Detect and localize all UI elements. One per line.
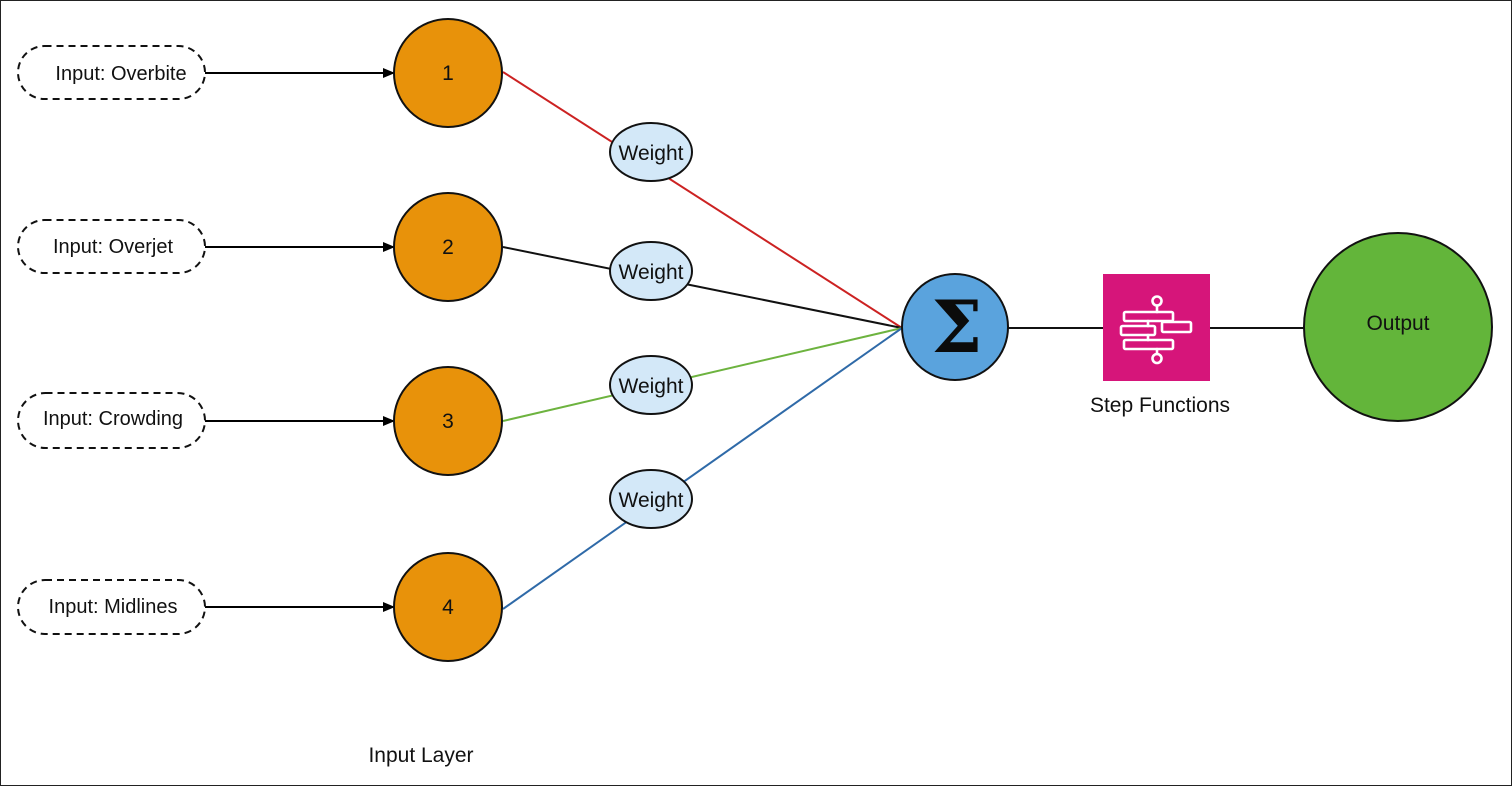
input-label: Input: Overbite [55, 63, 186, 85]
weighted-edge-3 [502, 327, 903, 422]
input-label: Input: Overjet [53, 236, 174, 258]
step-functions-node: Step Functions [1090, 274, 1230, 417]
weight-label: Weight [619, 489, 684, 512]
neuron-label: 4 [442, 596, 454, 619]
step-functions-label: Step Functions [1090, 394, 1230, 417]
sigma-icon: Σ [932, 284, 983, 369]
neuron-3: 3 [393, 366, 503, 476]
weight-label: Weight [619, 261, 684, 284]
weight-node-1: Weight [609, 122, 693, 182]
neuron-2: 2 [393, 192, 503, 302]
input-arrows [205, 68, 395, 612]
neuron-1: 1 [393, 18, 503, 128]
input-node-overjet: Input: Overjet [17, 219, 206, 274]
step-functions-icon [1119, 295, 1193, 365]
neuron-label: 1 [442, 62, 454, 85]
neuron-layer: 1 2 3 4 [393, 18, 503, 662]
neuron-label: 2 [442, 236, 454, 259]
weight-node-2: Weight [609, 241, 693, 301]
weighted-edge-4 [502, 327, 903, 610]
weighted-edge-1 [502, 71, 903, 329]
weight-node-4: Weight [609, 469, 693, 529]
input-node-crowding: Input: Crowding [17, 392, 206, 449]
weight-node-3: Weight [609, 355, 693, 415]
input-label: Input: Crowding [43, 408, 183, 430]
weight-label: Weight [619, 142, 684, 165]
neuron-4: 4 [393, 552, 503, 662]
weighted-edges [502, 71, 903, 610]
neuron-label: 3 [442, 410, 454, 433]
step-functions-tile [1103, 274, 1210, 381]
output-node: Output [1303, 232, 1493, 422]
summation-node: Σ [901, 273, 1009, 381]
weighted-edge-2 [502, 246, 903, 329]
input-layer-label: Input Layer [368, 744, 473, 767]
weight-label: Weight [619, 375, 684, 398]
input-nodes: Input: Overbite Input: Overjet Input: Cr… [17, 45, 206, 635]
input-node-overbite: Input: Overbite [17, 45, 206, 100]
output-label: Output [1366, 312, 1429, 335]
weight-nodes: Weight Weight Weight Weight [609, 122, 693, 529]
input-label: Input: Midlines [49, 596, 178, 618]
input-node-midlines: Input: Midlines [17, 579, 206, 635]
